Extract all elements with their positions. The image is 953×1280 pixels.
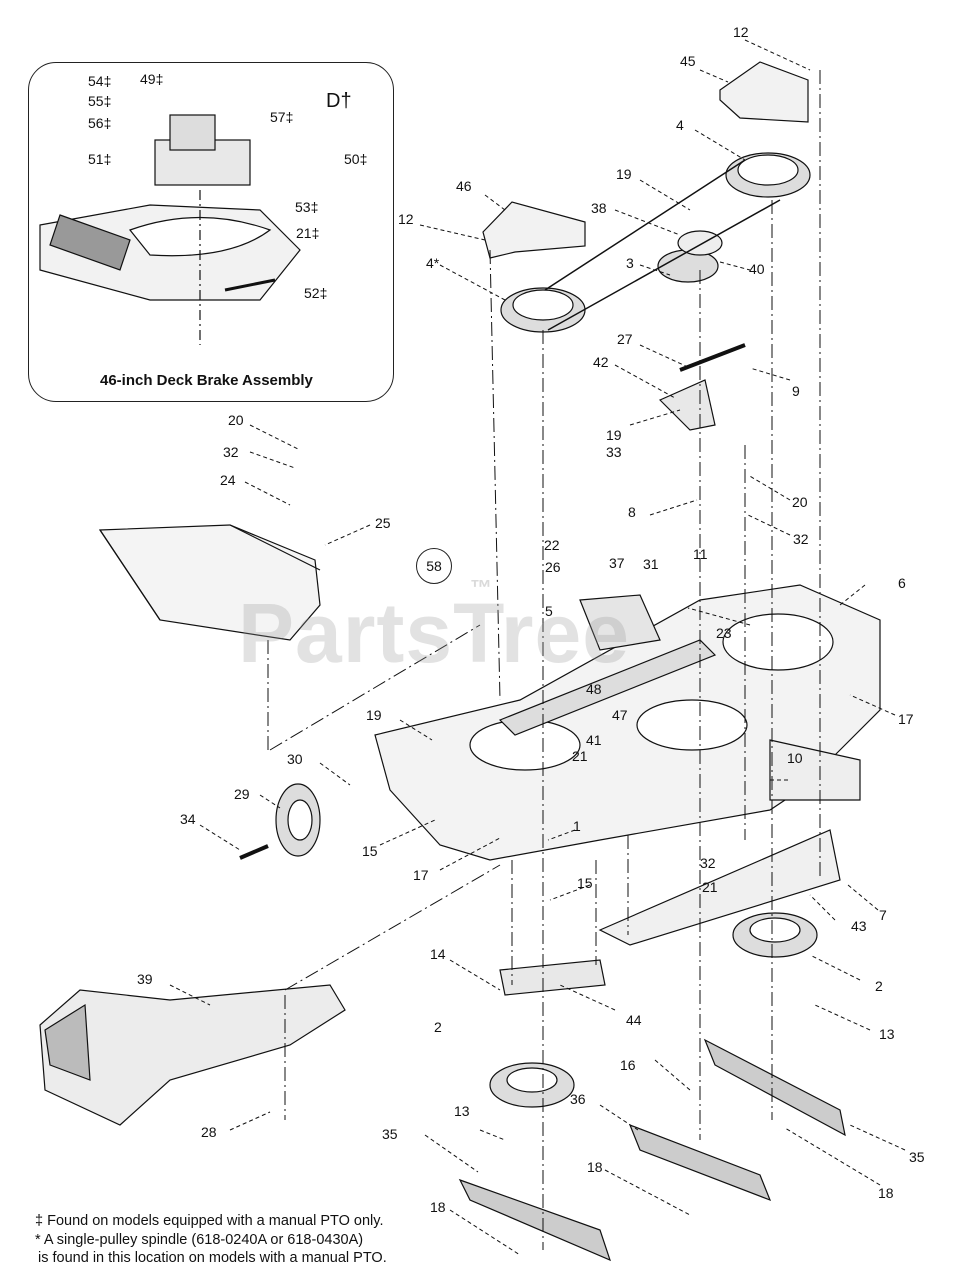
discharge-chute xyxy=(98,524,321,641)
callout: 6 xyxy=(898,575,906,591)
callout: 41 xyxy=(586,732,602,748)
callout: 22 xyxy=(544,537,560,553)
callout: 18 xyxy=(430,1199,446,1215)
callout: 11 xyxy=(693,546,708,562)
callout: 44 xyxy=(626,1012,642,1028)
callout: 15 xyxy=(577,875,593,891)
inset-label: 21‡ xyxy=(296,225,320,241)
callout: 2 xyxy=(434,1019,442,1035)
callout: 21 xyxy=(702,879,718,895)
callout: 20 xyxy=(228,412,244,428)
callout: 26 xyxy=(545,559,561,575)
callout: 35 xyxy=(909,1149,925,1165)
callout: 38 xyxy=(591,200,607,216)
callout: 32 xyxy=(700,855,716,871)
callout: 19 xyxy=(606,427,622,443)
callout: 14 xyxy=(430,946,446,962)
callout: 4* xyxy=(426,255,440,271)
callout: 18 xyxy=(878,1185,894,1201)
callout: 36 xyxy=(570,1091,586,1107)
inset-label: D† xyxy=(326,90,352,112)
callout: 9 xyxy=(792,383,800,399)
callout: 17 xyxy=(413,867,429,883)
callout: 4 xyxy=(676,117,684,133)
callout: 13 xyxy=(454,1103,470,1119)
callout: 20 xyxy=(792,494,808,510)
callout: 12 xyxy=(733,24,749,40)
callout: 45 xyxy=(680,53,696,69)
callout: 10 xyxy=(787,750,803,766)
watermark-trademark: ™ xyxy=(470,575,492,600)
callout: 1 xyxy=(573,818,581,834)
callout: 28 xyxy=(201,1124,217,1140)
callout: 40 xyxy=(749,261,765,277)
callout: 13 xyxy=(879,1026,895,1042)
inset-label: 49‡ xyxy=(140,71,164,87)
callout: 15 xyxy=(362,843,378,859)
callout: 27 xyxy=(617,331,633,347)
inset-title: 46-inch Deck Brake Assembly xyxy=(100,372,313,389)
footnote-manual-pto: ‡ Found on models equipped with a manual… xyxy=(35,1213,384,1229)
callout: 2 xyxy=(875,978,883,994)
inset-label: 56‡ xyxy=(88,115,112,131)
assembly-centerlines xyxy=(267,70,821,1250)
inset-frame xyxy=(28,62,394,402)
mower-deck xyxy=(374,584,881,946)
reference-circle: 58 xyxy=(416,548,452,584)
callout: 29 xyxy=(234,786,250,802)
callout: 30 xyxy=(287,751,303,767)
callout: 18 xyxy=(587,1159,603,1175)
gauge-wheel xyxy=(239,783,321,860)
callout: 39 xyxy=(137,971,153,987)
callout: 35 xyxy=(382,1126,398,1142)
footnote-single-pulley: * A single-pulley spindle (618-0240A or … xyxy=(35,1232,364,1248)
inset-label: 57‡ xyxy=(270,109,294,125)
inset-label: 50‡ xyxy=(344,151,368,167)
callout: 31 xyxy=(643,556,659,572)
inset-label: 53‡ xyxy=(295,199,319,215)
callout: 32 xyxy=(793,531,809,547)
callout: 5 xyxy=(545,603,553,619)
inset-label: 51‡ xyxy=(88,151,112,167)
brake-assembly-sketch xyxy=(39,114,301,345)
callout: 42 xyxy=(593,354,609,370)
watermark: PartsTree xyxy=(238,586,630,680)
callout: 47 xyxy=(612,707,628,723)
callout: 19 xyxy=(366,707,382,723)
spindles-and-blades xyxy=(458,912,846,1262)
inset-label: 52‡ xyxy=(304,285,328,301)
footnote-single-pulley-cont: is found in this location on models with… xyxy=(38,1250,387,1266)
callout: 24 xyxy=(220,472,236,488)
mulch-plug xyxy=(39,984,346,1126)
callout: 21 xyxy=(572,748,588,764)
callout: 48 xyxy=(586,681,602,697)
callout: 12 xyxy=(398,211,414,227)
callout: 32 xyxy=(223,444,239,460)
callout: 25 xyxy=(375,515,391,531)
leader-lines xyxy=(169,39,906,1256)
callout: 33 xyxy=(606,444,622,460)
callout: 34 xyxy=(180,811,196,827)
callout: 16 xyxy=(620,1057,636,1073)
inset-label: 55‡ xyxy=(88,93,112,109)
callout: 43 xyxy=(851,918,867,934)
pulley-assembly xyxy=(482,61,811,431)
callout: 7 xyxy=(879,907,887,923)
callout: 3 xyxy=(626,255,634,271)
callout: 8 xyxy=(628,504,636,520)
callout: 23 xyxy=(716,625,732,641)
callout: 46 xyxy=(456,178,472,194)
callout: 19 xyxy=(616,166,632,182)
callout: 37 xyxy=(609,555,625,571)
callout: 17 xyxy=(898,711,914,727)
inset-label: 54‡ xyxy=(88,73,112,89)
